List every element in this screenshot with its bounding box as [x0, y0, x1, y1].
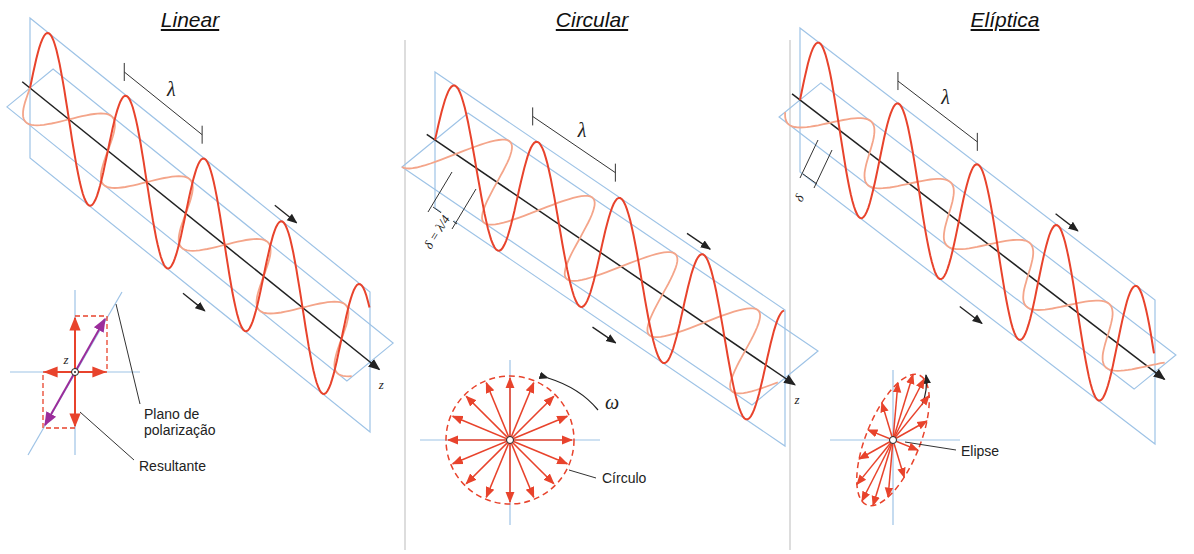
field-vector — [453, 440, 510, 464]
direction-arrow — [183, 293, 205, 311]
phase-delay-marker — [428, 140, 832, 229]
wavelength-bracket — [533, 116, 616, 172]
field-vector — [466, 396, 510, 440]
axis-label: z — [792, 393, 801, 408]
wavelength-tick — [977, 133, 978, 151]
propagation-axis — [792, 94, 1164, 379]
wavelength-label: λ — [165, 78, 178, 101]
field-vector — [510, 416, 567, 440]
axis-point — [890, 437, 897, 444]
wave-component — [435, 86, 784, 420]
wave-group — [7, 18, 1176, 446]
angular-velocity-label: ω — [603, 391, 621, 414]
direction-arrow — [275, 205, 297, 223]
ellipse-label: Elipse — [959, 443, 1001, 459]
phase-label: δ = λ/4 — [420, 211, 454, 254]
wavelength-tick — [615, 164, 616, 182]
wavelength-tick — [124, 63, 125, 81]
field-vector — [893, 440, 918, 450]
field-vector — [510, 440, 554, 484]
panel-divider — [405, 40, 406, 550]
resultant-label: Resultante — [137, 458, 208, 474]
circular-vector-diagram — [420, 360, 600, 525]
field-vector — [868, 430, 893, 440]
field-vector — [510, 440, 534, 497]
wavelength-label: λ — [576, 119, 589, 142]
field-vector — [466, 440, 510, 484]
elliptic-vector-diagram — [830, 365, 960, 525]
panel-title: Elíptica — [969, 8, 1042, 32]
panel-title: Linear — [159, 8, 221, 32]
axis-point — [507, 437, 514, 444]
wave-component — [30, 33, 370, 394]
wavelength-tick — [532, 107, 533, 125]
circle-label: Círculo — [600, 470, 648, 486]
direction-arrow — [960, 306, 982, 323]
wavelength-label: λ — [939, 86, 952, 109]
direction-arrow — [1056, 214, 1078, 231]
field-vector — [510, 396, 554, 440]
field-vector — [509, 378, 511, 440]
field-vector — [510, 439, 572, 441]
wavelength-bracket — [124, 72, 202, 135]
propagation-axis — [427, 134, 795, 384]
field-vector — [893, 421, 927, 440]
axis-label: z — [377, 378, 386, 393]
phase-label: δ — [791, 190, 809, 206]
wave-component — [23, 88, 352, 376]
wave-panel — [402, 72, 818, 446]
wavelength-bracket — [898, 81, 977, 142]
axis-label: z — [62, 353, 71, 368]
field-vector — [882, 403, 893, 440]
wave-plane — [402, 113, 818, 405]
field-vector — [486, 383, 510, 440]
direction-arrow — [687, 233, 710, 249]
field-vector — [509, 440, 511, 502]
wave-plane — [7, 69, 393, 381]
field-vector — [893, 396, 929, 440]
panel-title: Circular — [554, 8, 630, 32]
linear-vector-diagram — [10, 290, 140, 460]
direction-arrow — [593, 327, 616, 343]
field-vector — [859, 440, 893, 459]
wave-component — [800, 43, 1154, 401]
wavelength-tick — [897, 72, 898, 90]
field-vector — [448, 439, 510, 441]
wavelength-tick — [202, 126, 203, 144]
wave-component — [402, 140, 778, 394]
wave-panel — [779, 28, 1176, 444]
wave-panel — [7, 18, 393, 432]
field-vector — [857, 440, 893, 484]
field-vector — [893, 440, 904, 477]
plane-label: Plano de polarização — [142, 406, 246, 438]
panel-divider — [790, 40, 791, 550]
